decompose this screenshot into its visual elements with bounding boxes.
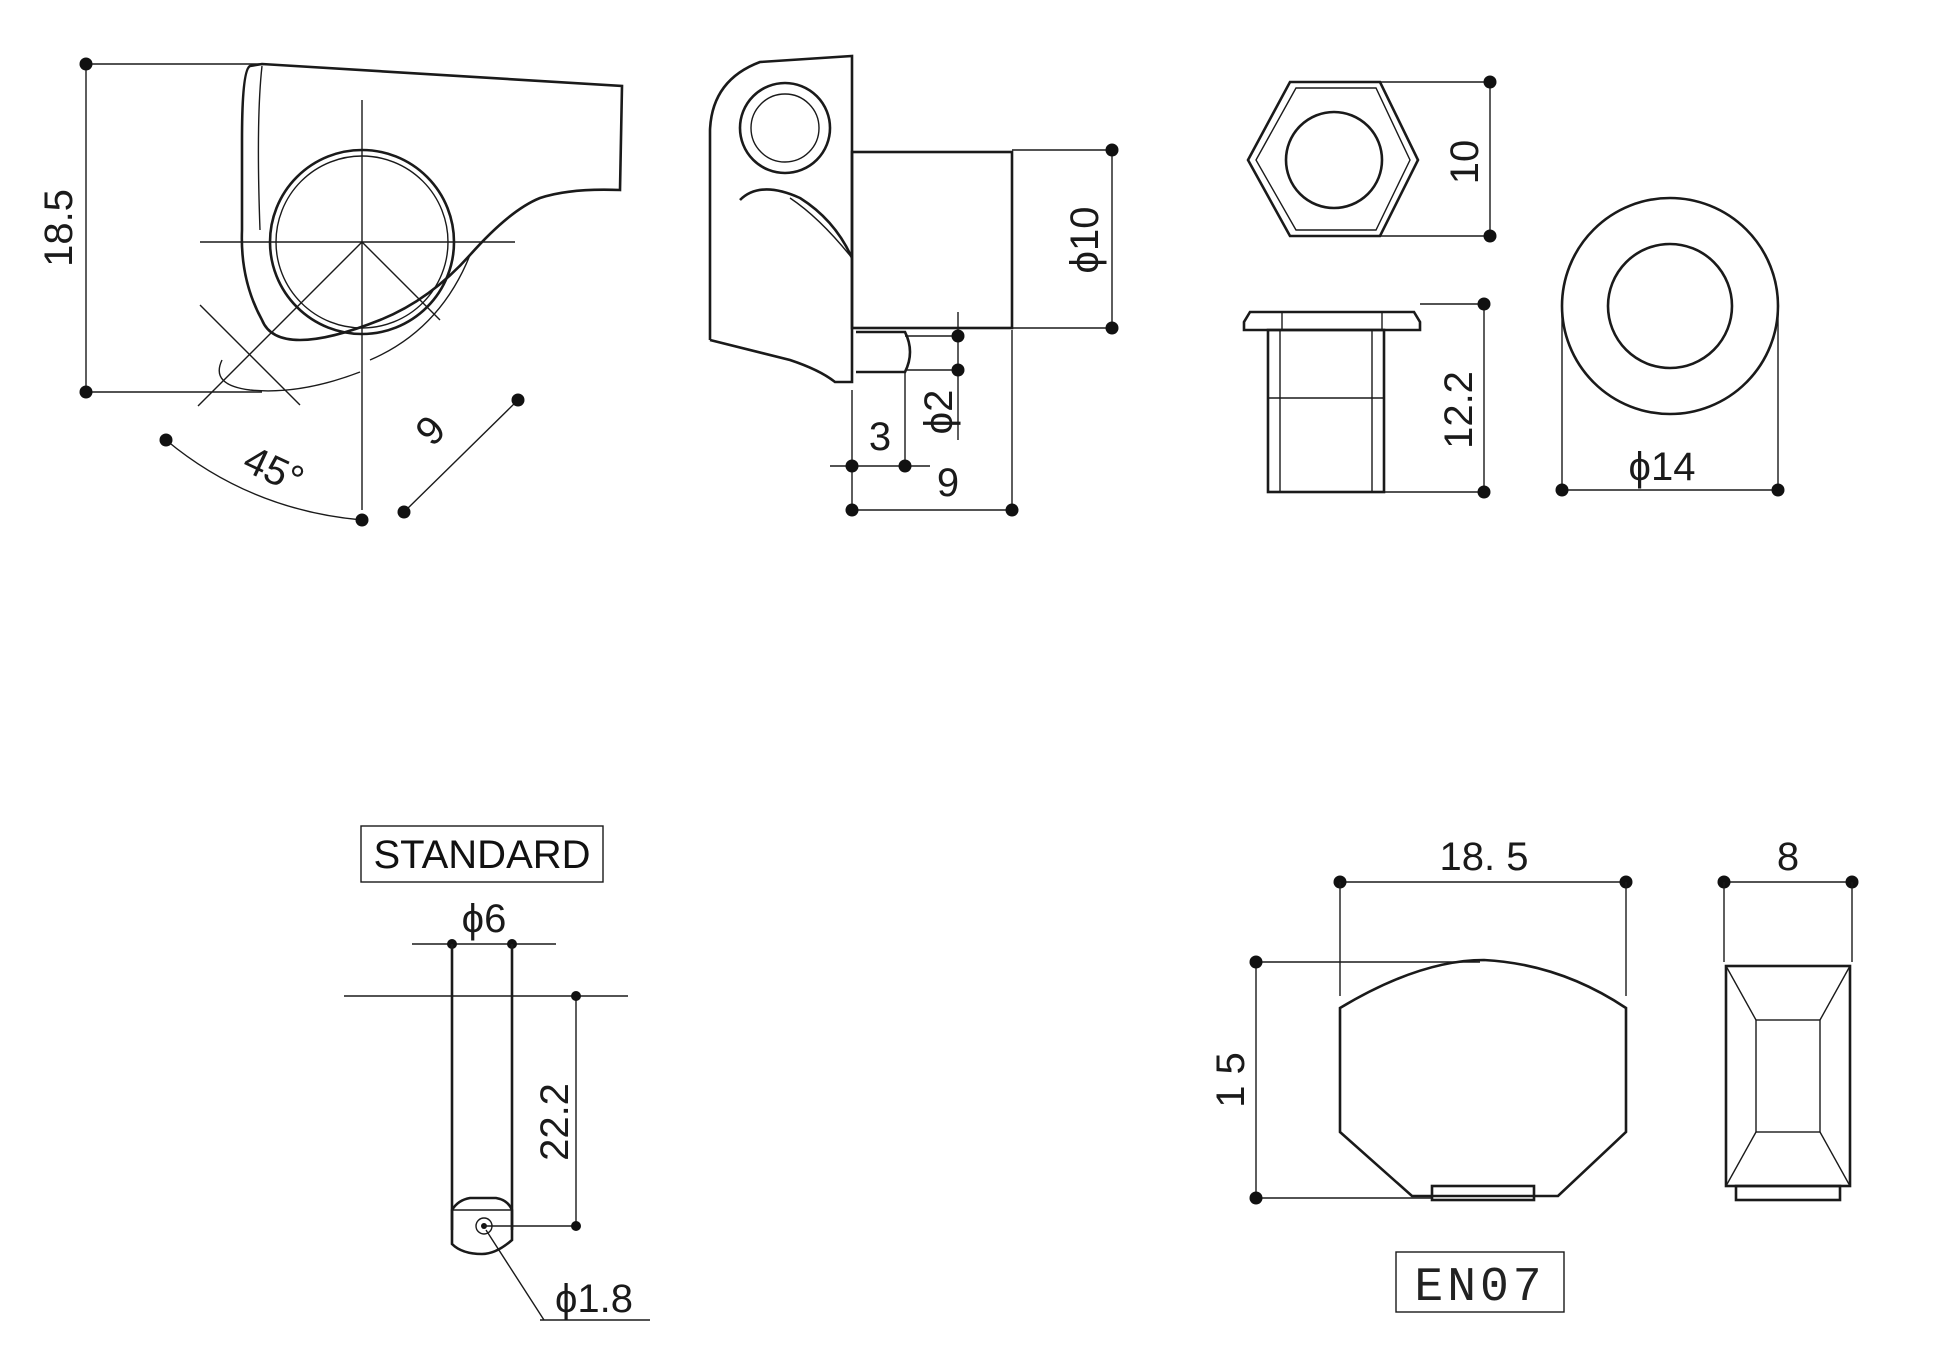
washer-outer bbox=[1560, 196, 1780, 416]
dim-hole-diameter-label: ϕ1.8 bbox=[555, 1277, 633, 1321]
dim-dot bbox=[1005, 503, 1019, 517]
dim-angle-label: 45° bbox=[237, 437, 310, 502]
dim-post-height-label: 22.2 bbox=[533, 1083, 577, 1161]
hex-nut-outline bbox=[1246, 80, 1420, 238]
dim-dot bbox=[1105, 321, 1119, 335]
bevel bbox=[1725, 965, 1757, 1021]
locating-pin bbox=[856, 330, 912, 374]
bushing-flange bbox=[1242, 310, 1422, 332]
bevel bbox=[1725, 1131, 1757, 1187]
tuner-lower-curve bbox=[218, 359, 361, 392]
button-outline bbox=[1338, 958, 1628, 1198]
bushing-side-view: 12.2 bbox=[1242, 297, 1491, 499]
leader-line bbox=[485, 1229, 545, 1321]
dim-button-height-label: 1 5 bbox=[1209, 1052, 1253, 1108]
extension-line bbox=[199, 304, 301, 406]
dim-dot bbox=[1771, 483, 1785, 497]
button-side-stem bbox=[1734, 1184, 1842, 1202]
bushing-body bbox=[1266, 328, 1386, 494]
dim-dot bbox=[159, 433, 173, 447]
button-view: 18. 5 1 5 EN07 bbox=[1209, 835, 1633, 1315]
bevel bbox=[1819, 1131, 1851, 1187]
button-side-view: 8 bbox=[1717, 835, 1859, 1202]
hex-nut-bore bbox=[1284, 110, 1384, 210]
dim-line-length bbox=[403, 399, 519, 513]
dim-dot bbox=[951, 329, 965, 343]
dim-washer-diameter-label: ϕ14 bbox=[1629, 445, 1696, 489]
dim-dot bbox=[1105, 143, 1119, 157]
dim-dot bbox=[79, 57, 93, 71]
dim-dot bbox=[355, 513, 369, 527]
dim-dot bbox=[898, 459, 912, 473]
dim-dot bbox=[397, 505, 411, 519]
model-label: EN07 bbox=[1414, 1261, 1545, 1315]
post-type-box bbox=[360, 825, 604, 883]
tuner-profile-view: ϕ10 ϕ2 3 9 bbox=[708, 54, 1119, 517]
dim-height-label: 18.5 bbox=[37, 189, 81, 267]
dim-dot bbox=[845, 503, 859, 517]
dim-post-diameter-label: ϕ6 bbox=[462, 897, 507, 941]
hex-nut-view: 10 bbox=[1246, 75, 1497, 243]
angle-line-right bbox=[361, 241, 441, 321]
profile-hole-inner bbox=[750, 93, 820, 163]
tuner-side-view: 18.5 9 45° bbox=[37, 57, 624, 527]
dim-pin-diameter-label: ϕ2 bbox=[917, 390, 961, 435]
dim-post-diameter-label: ϕ10 bbox=[1063, 207, 1107, 274]
profile-curve bbox=[789, 197, 853, 259]
hex-nut-chamfer bbox=[1255, 87, 1411, 231]
dim-dot bbox=[845, 459, 859, 473]
dim-button-thickness-label: 8 bbox=[1777, 835, 1799, 879]
dim-dot bbox=[79, 385, 93, 399]
profile-hole-outer bbox=[738, 81, 832, 175]
washer-inner bbox=[1606, 242, 1734, 370]
angle-line-left bbox=[197, 241, 363, 407]
post-shaft bbox=[850, 150, 1014, 330]
tuner-body-edge bbox=[257, 65, 263, 231]
dim-dot bbox=[511, 393, 525, 407]
model-box bbox=[1395, 1251, 1565, 1313]
dim-dot bbox=[951, 363, 965, 377]
washer-view: ϕ14 bbox=[1555, 196, 1785, 497]
dim-dot bbox=[1555, 483, 1569, 497]
dim-dot bbox=[1249, 955, 1263, 969]
button-side-face bbox=[1755, 1019, 1821, 1133]
bevel bbox=[1819, 965, 1851, 1021]
dim-dot bbox=[1249, 1191, 1263, 1205]
tuner-body-outline bbox=[240, 62, 624, 342]
dim-post-length-label: 9 bbox=[937, 461, 959, 505]
profile-body-top bbox=[708, 54, 854, 340]
dim-nut-flats-label: 10 bbox=[1443, 140, 1487, 185]
post-type-label: STANDARD bbox=[373, 833, 590, 877]
dim-dot bbox=[1483, 229, 1497, 243]
dim-dot bbox=[1477, 297, 1491, 311]
button-stem bbox=[1430, 1184, 1536, 1202]
dim-button-width-label: 18. 5 bbox=[1440, 835, 1529, 879]
dim-dot bbox=[571, 991, 581, 1001]
dim-dot bbox=[1483, 75, 1497, 89]
angle-arc bbox=[165, 439, 363, 521]
post-tip bbox=[450, 1196, 514, 1256]
dim-pin-offset-label: 3 bbox=[869, 415, 891, 459]
dim-bushing-height-label: 12.2 bbox=[1437, 371, 1481, 449]
dim-length-label: 9 bbox=[407, 407, 454, 454]
dim-dot bbox=[1477, 485, 1491, 499]
profile-body-bottom bbox=[709, 258, 854, 384]
string-post-view: STANDARD ϕ6 22.2 ϕ1.8 bbox=[344, 825, 650, 1321]
dim-dot bbox=[571, 1221, 581, 1231]
tuner-inner-curve bbox=[369, 254, 471, 361]
